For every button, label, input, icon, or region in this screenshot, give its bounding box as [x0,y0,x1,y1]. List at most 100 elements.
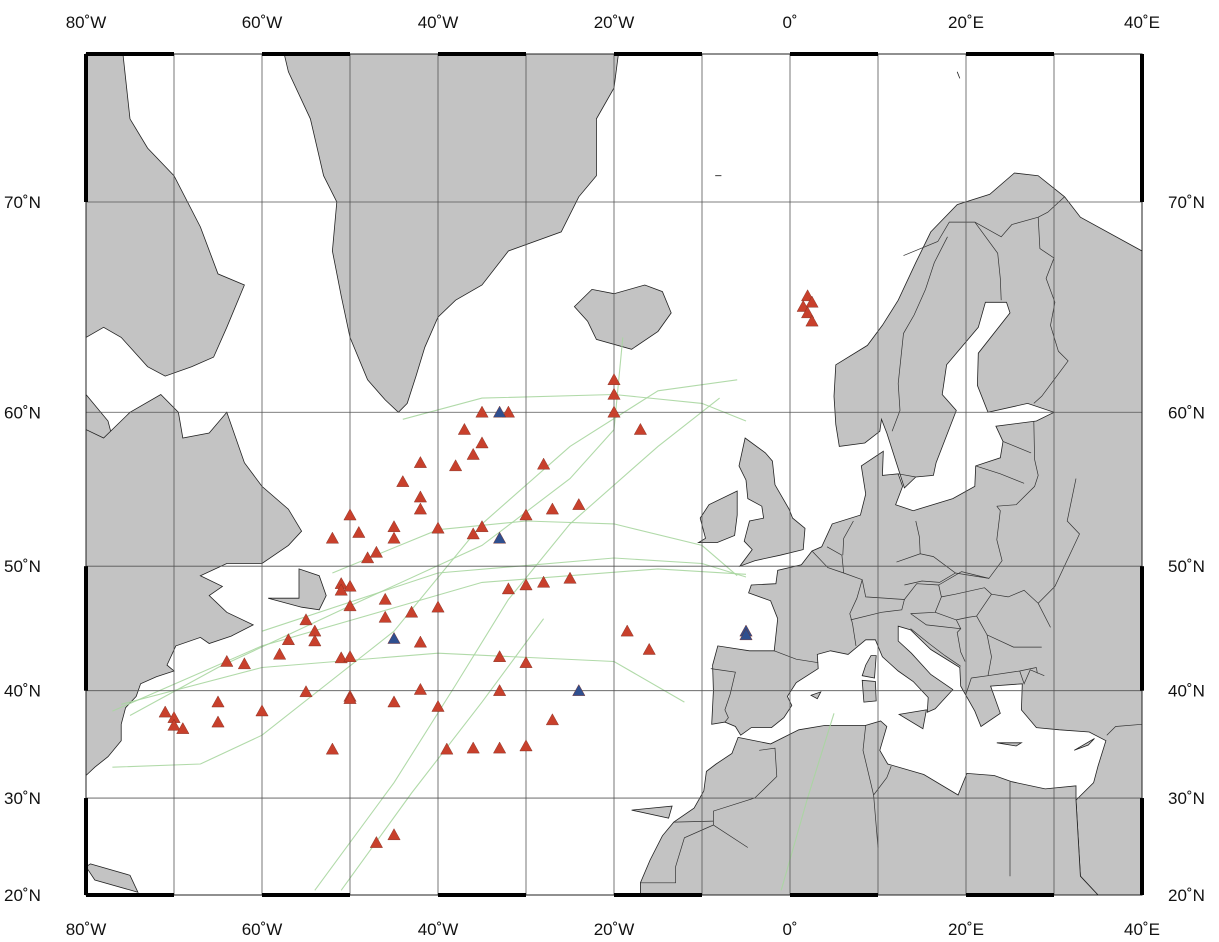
red-station-marker [343,599,357,612]
lat-label-left: 50˚N [4,557,41,576]
country-border-7 [826,546,845,574]
red-station-marker [158,705,172,718]
lat-label-left: 60˚N [4,403,41,422]
red-station-marker [255,704,269,717]
frame-bar-left [84,798,88,895]
frame-bar-bottom [614,893,702,897]
red-station-marker [537,457,551,470]
landmass-0 [283,54,619,413]
land-layer [86,54,1142,895]
red-station-marker [633,422,647,435]
lon-label-bottom: 40˚E [1124,920,1160,939]
landmass-3 [86,393,303,777]
lon-label-top: 20˚E [948,13,984,32]
landmass-9 [697,490,738,543]
landmass-18 [631,805,673,819]
landmass-19 [956,71,961,79]
landmass-8 [738,437,806,568]
landmass-7 [573,284,672,350]
lon-label-bottom: 0˚ [782,920,797,939]
country-border-19 [991,589,1051,628]
country-border-33 [891,383,901,432]
red-station-marker [387,828,401,841]
lon-label-top: 20˚W [594,13,635,32]
red-station-marker [396,475,410,487]
red-station-marker [519,578,533,591]
red-station-marker [281,633,295,645]
frame-bar-left [84,54,88,202]
lat-label-left: 30˚N [4,789,41,808]
landmass-15 [996,742,1023,747]
red-station-marker [299,613,313,626]
country-border-37 [1036,667,1038,674]
track-line-3 [112,568,747,712]
red-station-marker [211,715,225,728]
country-borders [640,196,1142,884]
country-border-13 [955,505,1003,579]
lat-label-right: 70˚N [1168,193,1205,212]
frame-bar-top [86,52,174,56]
red-station-marker [475,520,489,532]
red-station-marker [501,405,515,418]
red-station-marker [475,405,489,418]
country-border-5 [640,824,714,884]
blue-station-marker [739,628,753,641]
country-border-10 [904,583,942,614]
red-station-marker [493,741,507,754]
red-station-marker [431,699,445,712]
country-border-34 [1033,217,1069,404]
landmass-17 [810,691,822,700]
country-border-29 [898,473,916,478]
red-station-marker [211,695,225,708]
country-border-14 [938,571,989,586]
red-station-marker [545,502,559,515]
frame-bar-right [1140,798,1144,895]
frame-bar-right [1140,566,1144,691]
red-station-marker [519,739,533,752]
red-station-marker [475,436,489,449]
red-station-marker [440,742,454,755]
axis-labels: 80˚W80˚W60˚W60˚W40˚W40˚W20˚W20˚W0˚0˚20˚E… [4,13,1205,939]
country-border-38 [1106,723,1142,736]
red-station-marker [299,685,313,698]
red-station-marker [431,600,445,613]
frame-bar-bottom [262,893,350,897]
red-station-marker [413,682,427,695]
country-border-1 [862,725,879,848]
country-border-8 [842,520,854,556]
red-station-marker [537,575,551,588]
blue-station-marker [493,405,507,418]
map-frame [84,52,1144,897]
lon-label-top: 80˚W [66,13,107,32]
country-border-35 [710,668,736,723]
red-station-marker [519,656,533,668]
red-station-marker [466,527,480,540]
lon-label-bottom: 20˚W [594,920,635,939]
red-station-marker [413,635,427,648]
red-station-marker [466,741,480,754]
red-station-marker [378,592,392,605]
frame-bar-right [1140,54,1144,202]
red-station-marker [413,502,427,515]
country-border-20 [976,615,1042,648]
frame-bar-bottom [438,893,526,897]
frame-bar-left [84,566,88,691]
red-station-marker [176,722,190,734]
country-border-30 [903,196,1065,256]
red-station-marker [325,531,339,544]
country-border-12 [915,520,921,554]
red-station-marker [501,582,515,595]
lon-label-top: 0˚ [782,13,797,32]
red-station-marker [642,642,656,655]
red-station-marker [620,624,634,637]
red-station-marker [413,490,427,503]
landmass-14 [897,709,927,730]
lat-label-right: 40˚N [1168,682,1205,701]
landmass-10 [711,172,1142,895]
country-border-21 [971,634,992,679]
frame-bar-bottom [790,893,878,897]
blue-station-marker [572,684,586,696]
lon-label-bottom: 40˚W [418,920,459,939]
frame-bar-top [262,52,350,56]
